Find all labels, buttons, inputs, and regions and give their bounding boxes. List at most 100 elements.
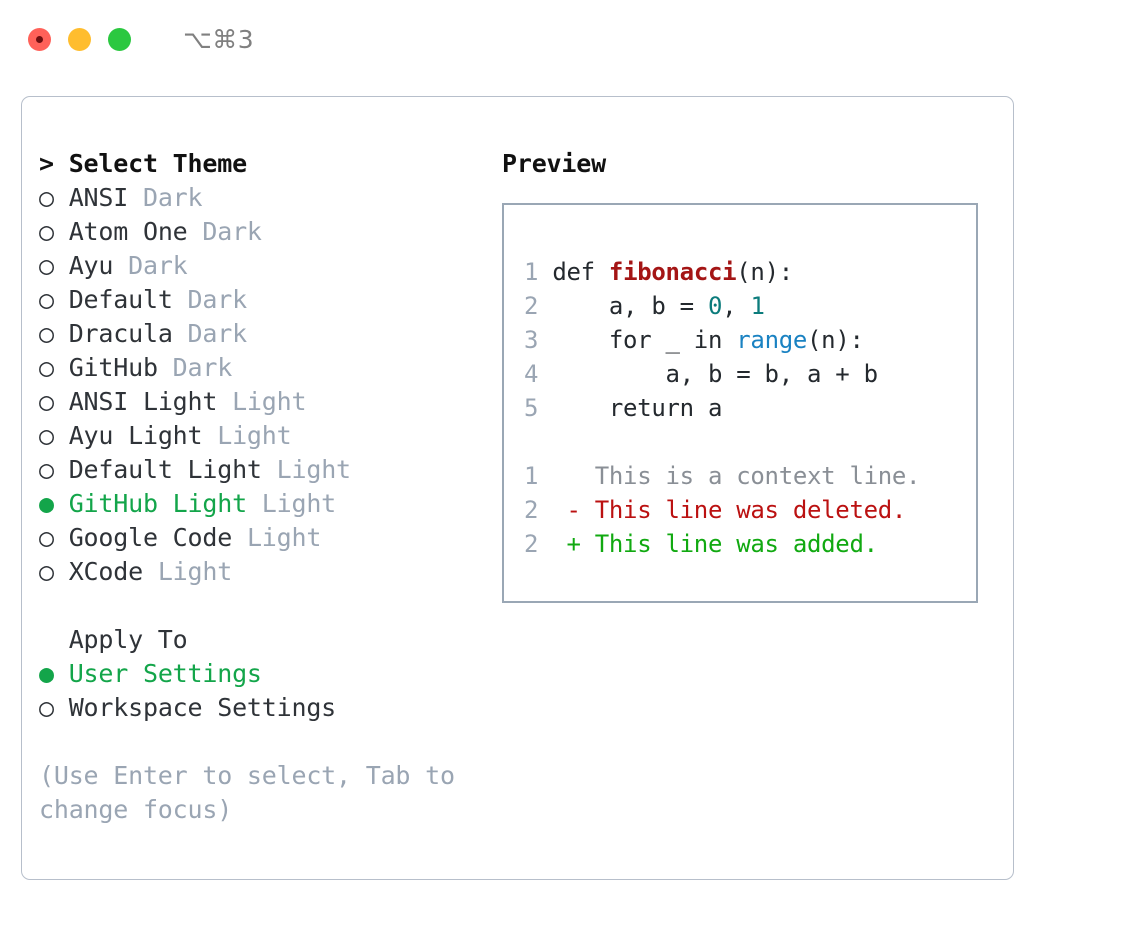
apply-option-label: Workspace Settings xyxy=(53,693,337,722)
radio-selected-icon: ● xyxy=(39,659,54,688)
main-panel: > Select Theme ○ ANSI Dark○ Atom One Dar… xyxy=(21,96,1014,880)
line-number: 2 xyxy=(524,292,553,320)
code-token-num: 0 xyxy=(707,292,723,320)
line-number: 1 xyxy=(524,258,553,286)
theme-option-ansi-light[interactable]: ○ ANSI Light Light xyxy=(39,385,479,419)
section-gap xyxy=(39,589,479,623)
theme-option-github-light[interactable]: ● GitHub Light Light xyxy=(39,487,479,521)
code-diff-gap xyxy=(524,425,976,459)
theme-name: GitHub xyxy=(53,353,173,382)
radio-unselected-icon: ○ xyxy=(39,455,54,484)
radio-unselected-icon: ○ xyxy=(39,557,54,586)
code-token-plain: (n): xyxy=(807,326,864,354)
theme-option-ayu-light[interactable]: ○ Ayu Light Light xyxy=(39,419,479,453)
theme-variant-badge: Light xyxy=(261,489,337,518)
theme-option-atom-one[interactable]: ○ Atom One Dark xyxy=(39,215,479,249)
theme-option-github[interactable]: ○ GitHub Dark xyxy=(39,351,479,385)
code-token-plain: return a xyxy=(552,394,723,422)
apply-to-list[interactable]: ● User Settings○ Workspace Settings xyxy=(39,657,479,725)
diff-text: - This line was deleted. xyxy=(566,496,907,524)
theme-option-xcode[interactable]: ○ XCode Light xyxy=(39,555,479,589)
line-number: 4 xyxy=(524,360,553,388)
traffic-lights xyxy=(28,27,131,51)
line-number: 5 xyxy=(524,394,553,422)
code-token-plain: , xyxy=(722,292,751,320)
theme-name: Ayu xyxy=(53,251,129,280)
apply-option-workspace-settings[interactable]: ○ Workspace Settings xyxy=(39,691,479,725)
title-bar: ⌥⌘3 xyxy=(0,0,1140,78)
line-number: 1 xyxy=(524,462,567,490)
code-token-builtin: range xyxy=(736,326,808,354)
theme-option-dracula[interactable]: ○ Dracula Dark xyxy=(39,317,479,351)
code-token-plain: (n): xyxy=(736,258,793,286)
radio-unselected-icon: ○ xyxy=(39,285,54,314)
radio-unselected-icon: ○ xyxy=(39,217,54,246)
theme-name: Ayu Light xyxy=(53,421,218,450)
code-token-fn: fibonacci xyxy=(608,258,737,286)
code-token-plain: a, b = b, a + b xyxy=(552,360,879,388)
diff-line-context: 1 This is a context line. xyxy=(524,459,976,493)
help-text-line-1: (Use Enter to select, Tab to xyxy=(39,761,455,790)
close-window-icon[interactable] xyxy=(28,27,51,51)
diff-sample: 1 This is a context line.2 - This line w… xyxy=(524,459,976,561)
keyboard-shortcut-label: ⌥⌘3 xyxy=(183,24,255,54)
line-number: 2 xyxy=(524,530,567,558)
radio-unselected-icon: ○ xyxy=(39,183,54,212)
theme-option-ansi[interactable]: ○ ANSI Dark xyxy=(39,181,479,215)
theme-variant-badge: Dark xyxy=(172,353,233,382)
radio-unselected-icon: ○ xyxy=(39,693,54,722)
code-line: 2 a, b = 0, 1 xyxy=(524,289,976,323)
diff-line-del: 2 - This line was deleted. xyxy=(524,493,976,527)
help-gap xyxy=(39,725,479,759)
theme-variant-badge: Light xyxy=(246,523,322,552)
code-line: 4 a, b = b, a + b xyxy=(524,357,976,391)
code-line: 1 def fibonacci(n): xyxy=(524,255,976,289)
diff-line-add: 2 + This line was added. xyxy=(524,527,976,561)
theme-option-google-code[interactable]: ○ Google Code Light xyxy=(39,521,479,555)
theme-name: ANSI Light xyxy=(53,387,233,416)
radio-unselected-icon: ○ xyxy=(39,319,54,348)
radio-unselected-icon: ○ xyxy=(39,353,54,382)
theme-variant-badge: Light xyxy=(217,421,292,450)
preview-heading: Preview xyxy=(502,149,606,178)
radio-unselected-icon: ○ xyxy=(39,251,54,280)
theme-variant-badge: Light xyxy=(232,387,307,416)
apply-option-label: User Settings xyxy=(53,659,262,688)
line-number: 3 xyxy=(524,326,553,354)
radio-unselected-icon: ○ xyxy=(39,387,54,416)
theme-name: XCode xyxy=(53,557,158,586)
apply-to-heading: Apply To xyxy=(39,625,188,654)
theme-variant-badge: Light xyxy=(276,455,351,484)
code-token-num: 1 xyxy=(750,292,765,320)
theme-variant-badge: Dark xyxy=(187,285,248,314)
code-line: 5 return a xyxy=(524,391,976,425)
theme-name: Google Code xyxy=(53,523,247,552)
code-token-plain: a, b = xyxy=(552,292,708,320)
theme-variant-badge: Dark xyxy=(128,251,188,280)
theme-name: Dracula xyxy=(53,319,188,348)
theme-list[interactable]: ○ ANSI Dark○ Atom One Dark○ Ayu Dark○ De… xyxy=(39,181,479,589)
apply-option-user-settings[interactable]: ● User Settings xyxy=(39,657,479,691)
zoom-window-icon[interactable] xyxy=(108,27,131,51)
theme-name: ANSI xyxy=(53,183,143,212)
theme-name: Default xyxy=(53,285,188,314)
select-theme-heading: > Select Theme xyxy=(39,149,247,178)
theme-name: GitHub Light xyxy=(53,489,262,518)
theme-option-default-light[interactable]: ○ Default Light Light xyxy=(39,453,479,487)
theme-selection-column: > Select Theme ○ ANSI Dark○ Atom One Dar… xyxy=(39,147,479,827)
preview-column: Preview 1 def fibonacci(n):2 a, b = 0, 1… xyxy=(502,147,992,603)
theme-variant-badge: Light xyxy=(157,557,233,586)
theme-option-ayu[interactable]: ○ Ayu Dark xyxy=(39,249,479,283)
diff-text: This is a context line. xyxy=(566,462,921,490)
theme-variant-badge: Dark xyxy=(142,183,203,212)
line-number: 2 xyxy=(524,496,567,524)
code-token-plain: for _ in xyxy=(552,326,737,354)
theme-name: Default Light xyxy=(53,455,277,484)
radio-selected-icon: ● xyxy=(39,489,54,518)
theme-option-default[interactable]: ○ Default Dark xyxy=(39,283,479,317)
minimize-window-icon[interactable] xyxy=(68,27,91,51)
theme-name: Atom One xyxy=(53,217,203,246)
theme-variant-badge: Dark xyxy=(187,319,248,348)
